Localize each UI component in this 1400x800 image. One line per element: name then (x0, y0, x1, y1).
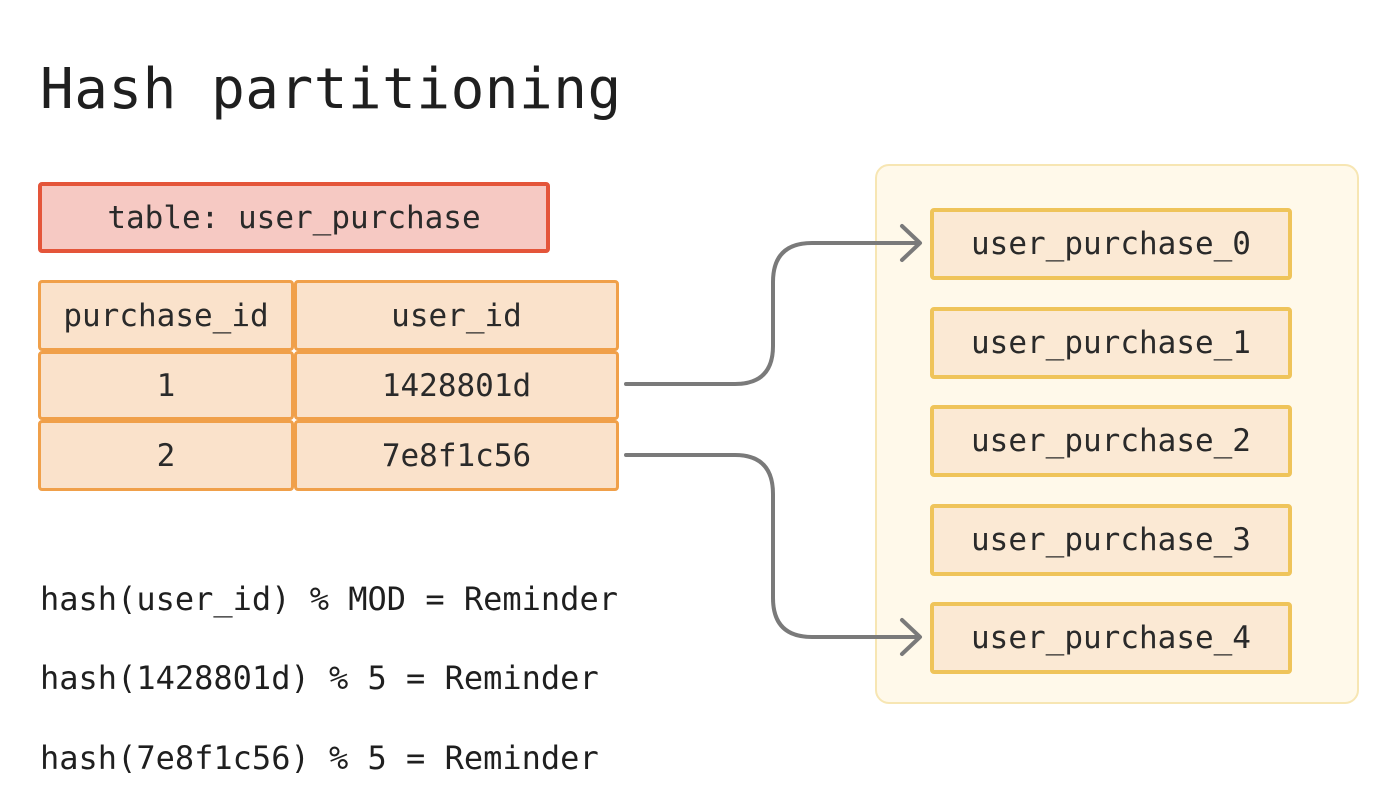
header-purchase-id: purchase_id (38, 280, 294, 351)
page-title: Hash partitioning (40, 57, 622, 122)
header-user-id: user_id (294, 280, 619, 351)
partition-1: user_purchase_1 (930, 307, 1292, 379)
table-name-label: table: user_purchase (38, 182, 550, 253)
table-row-1-purchase-id: 1 (38, 351, 294, 420)
formula-row-1: hash(1428801d) % 5 = Reminder (40, 659, 599, 697)
table-row-2-purchase-id: 2 (38, 420, 294, 491)
partition-0: user_purchase_0 (930, 208, 1292, 280)
formula-row-2: hash(7e8f1c56) % 5 = Reminder (40, 739, 599, 777)
table-row-2-user-id: 7e8f1c56 (294, 420, 619, 491)
table-row-1-user-id: 1428801d (294, 351, 619, 420)
partition-4: user_purchase_4 (930, 602, 1292, 674)
formula-general: hash(user_id) % MOD = Reminder (40, 580, 618, 618)
partition-2: user_purchase_2 (930, 405, 1292, 477)
partition-3: user_purchase_3 (930, 504, 1292, 576)
